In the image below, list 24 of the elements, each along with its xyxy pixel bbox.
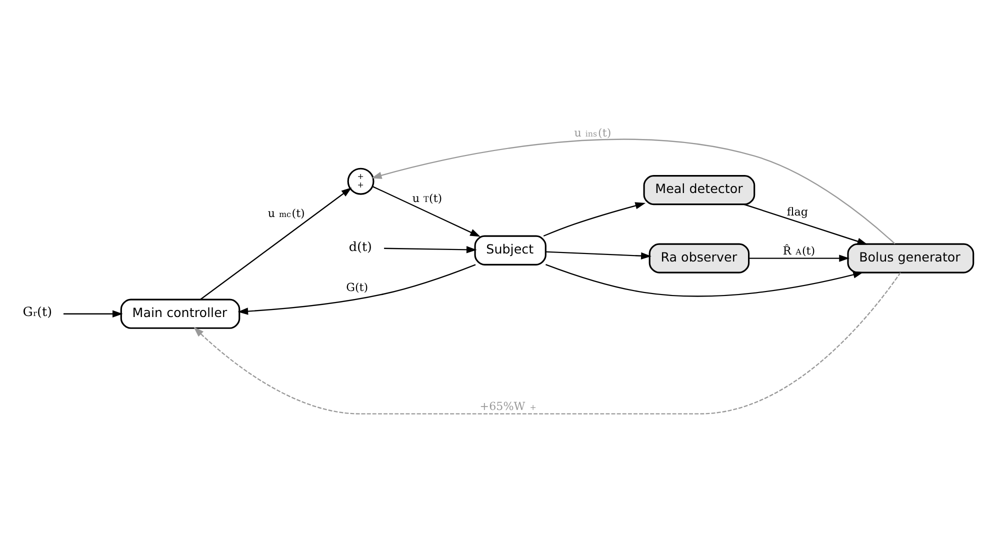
node-box: Meal detector (643, 175, 756, 206)
arrow (384, 246, 477, 254)
node-box: Main controller (120, 298, 240, 329)
node-text: d(t) (348, 239, 372, 254)
node-text: Gr(t) (22, 304, 52, 320)
arrow (200, 187, 352, 300)
node-circle: + + (347, 168, 374, 195)
arrow (194, 272, 901, 414)
edge-label: +65%W+ (480, 400, 536, 414)
node-box: Subject (474, 235, 546, 266)
arrow (744, 204, 868, 245)
arrow (63, 310, 123, 318)
arrow (543, 202, 646, 237)
node-box: Ra observer (648, 243, 750, 274)
node-box: Bolus generator (847, 243, 974, 274)
edge-label: flag (786, 206, 808, 219)
arrow (371, 138, 896, 244)
edge-label: G(t) (346, 280, 368, 294)
arrow (748, 254, 850, 262)
arrow (238, 264, 476, 315)
arrow (546, 251, 652, 260)
arrow (372, 186, 480, 237)
arrow (546, 264, 864, 297)
edge-label: R̂A(t) (782, 244, 816, 258)
